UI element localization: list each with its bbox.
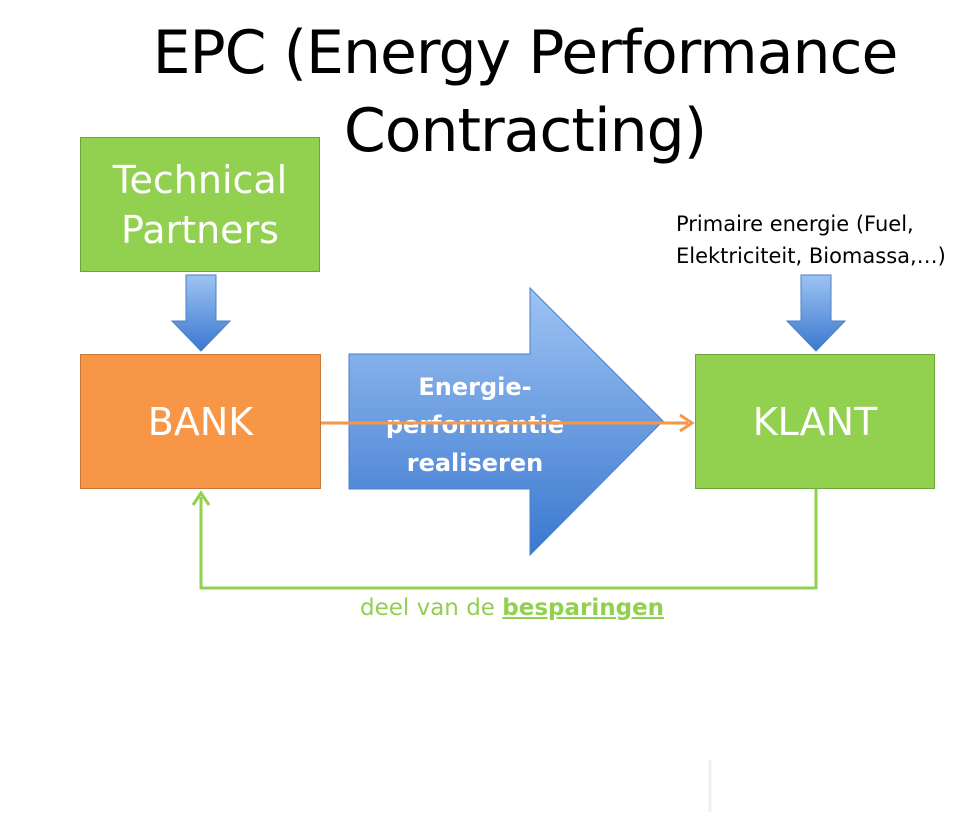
savings-prefix: deel van de [360,595,503,621]
technical-partners-box: Technical Partners [80,137,320,272]
bank-box: BANK [80,354,321,489]
primary-energy-line1: Primaire energie (Fuel, [676,212,914,236]
savings-caption: deel van de besparingen [360,595,664,621]
energy-performance-line1: Energie- [418,373,532,401]
down-arrow-energy-to-klant [785,274,847,352]
klant-box: KLANT [695,354,935,489]
savings-arrowhead [191,490,211,506]
energy-performance-line3: realiseren [406,449,544,477]
technical-partners-label: Technical Partners [112,157,288,252]
energy-performance-line2: performantie [385,411,565,439]
klant-label: KLANT [752,399,878,444]
savings-return-line [199,489,818,590]
bank-label: BANK [147,399,254,444]
down-arrow-partners-to-bank [170,274,232,352]
primary-energy-line2: Elektriciteit, Biomassa,…) [676,244,946,268]
savings-emphasis: besparingen [502,595,665,621]
primary-energy-label: Primaire energie (Fuel, Elektriciteit, B… [676,208,946,272]
page-title: EPC (Energy Performance Contracting) [152,18,899,166]
energy-performance-text: Energie- performantie realiseren [355,368,595,482]
